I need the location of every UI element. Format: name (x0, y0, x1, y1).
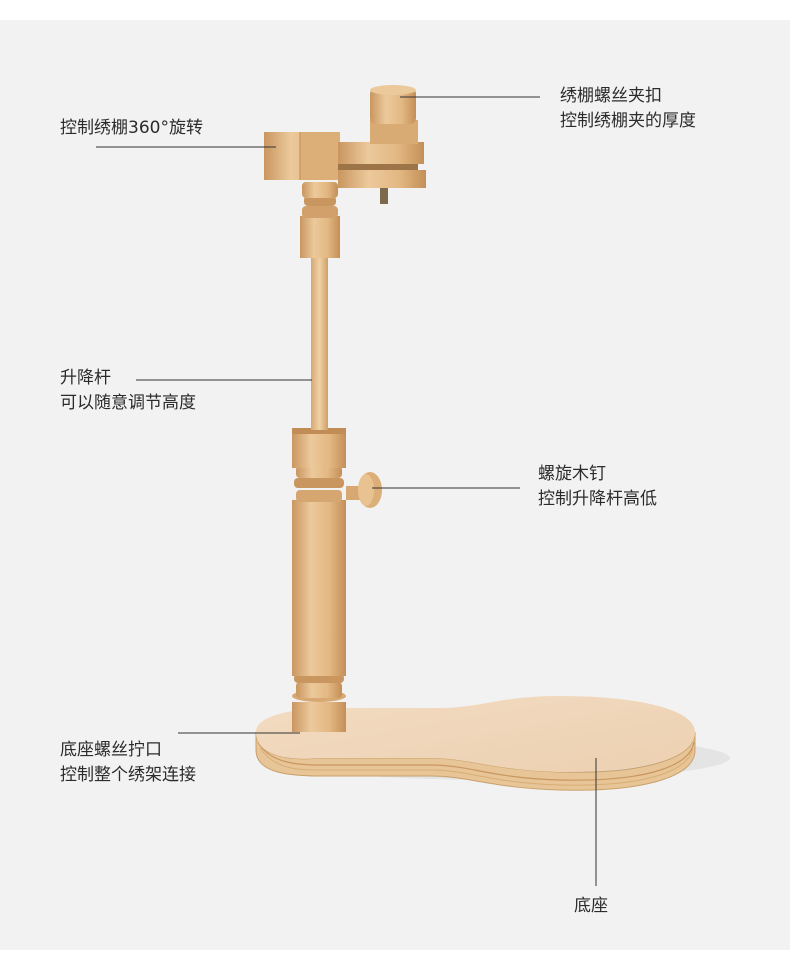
label-clamp-screw-line1: 绣棚螺丝夹扣 (560, 86, 662, 106)
label-base: 底座 (574, 894, 608, 919)
label-rotation-line1: 控制绣棚360°旋转 (60, 118, 203, 138)
label-wood-screw: 螺旋木钉 控制升降杆高低 (538, 462, 657, 512)
base-plate-edge (255, 731, 696, 791)
lower-column-foot (292, 702, 346, 732)
embroidery-stand-illustration (96, 85, 730, 886)
label-lift-rod-line1: 升降杆 (60, 368, 111, 388)
label-lift-rod: 升降杆 可以随意调节高度 (60, 366, 196, 416)
base-plywood-lines (257, 741, 695, 781)
label-clamp-screw: 绣棚螺丝夹扣 控制绣棚夹的厚度 (560, 84, 696, 134)
label-lift-rod-line2: 可以随意调节高度 (60, 393, 196, 413)
clamp-arm (338, 142, 424, 164)
label-wood-screw-line1: 螺旋木钉 (538, 464, 606, 484)
base-plate-top (256, 696, 695, 772)
label-clamp-screw-line2: 控制绣棚夹的厚度 (560, 111, 696, 131)
label-base-line1: 底座 (574, 896, 608, 916)
label-base-thread: 底座螺丝拧口 控制整个绣架连接 (60, 738, 196, 788)
label-rotation: 控制绣棚360°旋转 (60, 116, 203, 141)
label-base-thread-line1: 底座螺丝拧口 (60, 740, 162, 760)
label-base-thread-line2: 控制整个绣架连接 (60, 765, 196, 785)
lift-rod (311, 256, 328, 430)
product-photo: 控制绣棚360°旋转 绣棚螺丝夹扣 控制绣棚夹的厚度 升降杆 可以随意调节高度 … (0, 20, 790, 950)
callout-lines (96, 96, 597, 886)
label-wood-screw-line2: 控制升降杆高低 (538, 489, 657, 509)
lower-column-body (292, 500, 346, 676)
